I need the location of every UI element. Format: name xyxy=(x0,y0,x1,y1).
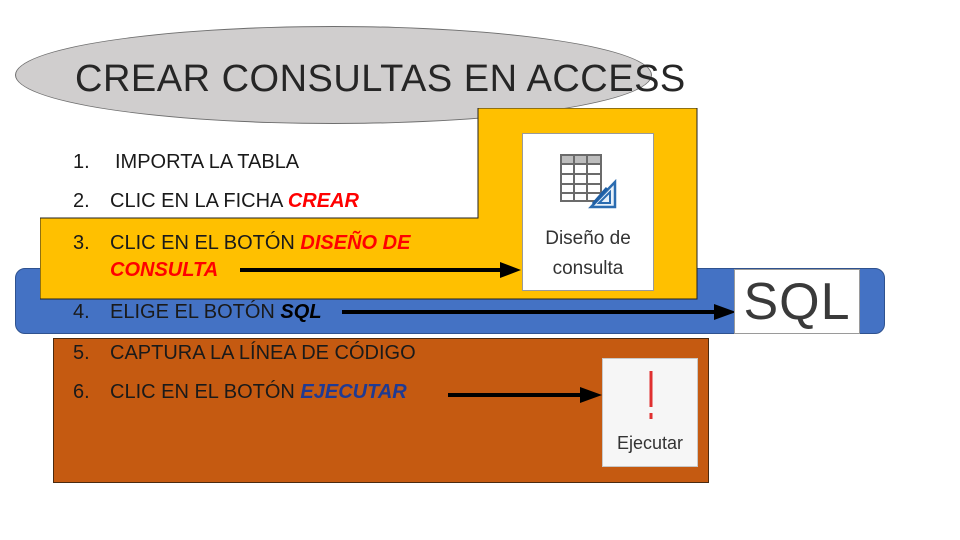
step-3: 3. CLIC EN EL BOTÓN DISEÑO DE xyxy=(73,232,410,255)
step-highlight-sql: SQL xyxy=(280,301,322,323)
ejecutar-label: Ejecutar xyxy=(616,433,684,453)
diseno-label-line2: consulta xyxy=(552,258,624,279)
step-highlight-ejecutar: EJECUTAR xyxy=(300,381,407,403)
arrow-to-diseno xyxy=(240,262,521,278)
ejecutar-step-box xyxy=(53,338,709,483)
step-number: 5. xyxy=(73,342,90,364)
sql-label: SQL xyxy=(743,273,851,331)
step-number: 6. xyxy=(73,381,90,403)
sql-button[interactable]: SQL xyxy=(734,269,860,334)
step-text: IMPORTA LA TABLA xyxy=(115,151,300,173)
step-highlight-crear: CREAR xyxy=(287,190,359,212)
step-4: 4. ELIGE EL BOTÓN SQL xyxy=(73,301,322,324)
ejecutar-button[interactable]: Ejecutar xyxy=(602,358,698,467)
step-number: 3. xyxy=(73,232,90,254)
step-number: 4. xyxy=(73,301,90,323)
step-text: ELIGE EL BOTÓN xyxy=(110,301,281,323)
step-2: 2. CLIC EN LA FICHA CREAR xyxy=(73,190,359,213)
step-6: 6. CLIC EN EL BOTÓN EJECUTAR xyxy=(73,381,407,404)
step-5: 5. CAPTURA LA LÍNEA DE CÓDIGO xyxy=(73,342,416,365)
diseno-consulta-button[interactable]: Diseño de consulta xyxy=(522,133,654,291)
step-highlight-consulta: CONSULTA xyxy=(110,259,219,281)
step-highlight-diseno: DISEÑO DE xyxy=(300,232,411,254)
arrow-to-sql xyxy=(342,304,736,320)
page-title: CREAR CONSULTAS EN ACCESS xyxy=(75,58,686,100)
step-1: 1. IMPORTA LA TABLA xyxy=(73,151,299,174)
step-text: CLIC EN EL BOTÓN xyxy=(110,232,301,254)
exclamation-icon xyxy=(649,371,653,419)
step-text: CAPTURA LA LÍNEA DE CÓDIGO xyxy=(110,342,416,364)
step-text: CLIC EN EL BOTÓN xyxy=(110,381,301,403)
diseno-label-line1: Diseño de xyxy=(545,228,631,249)
step-number: 1. xyxy=(73,151,90,173)
query-design-icon xyxy=(560,154,617,209)
arrow-to-ejecutar xyxy=(448,387,602,403)
step-text: CLIC EN LA FICHA xyxy=(110,190,288,212)
step-number: 2. xyxy=(73,190,90,212)
step-3-cont: CONSULTA xyxy=(110,259,218,282)
